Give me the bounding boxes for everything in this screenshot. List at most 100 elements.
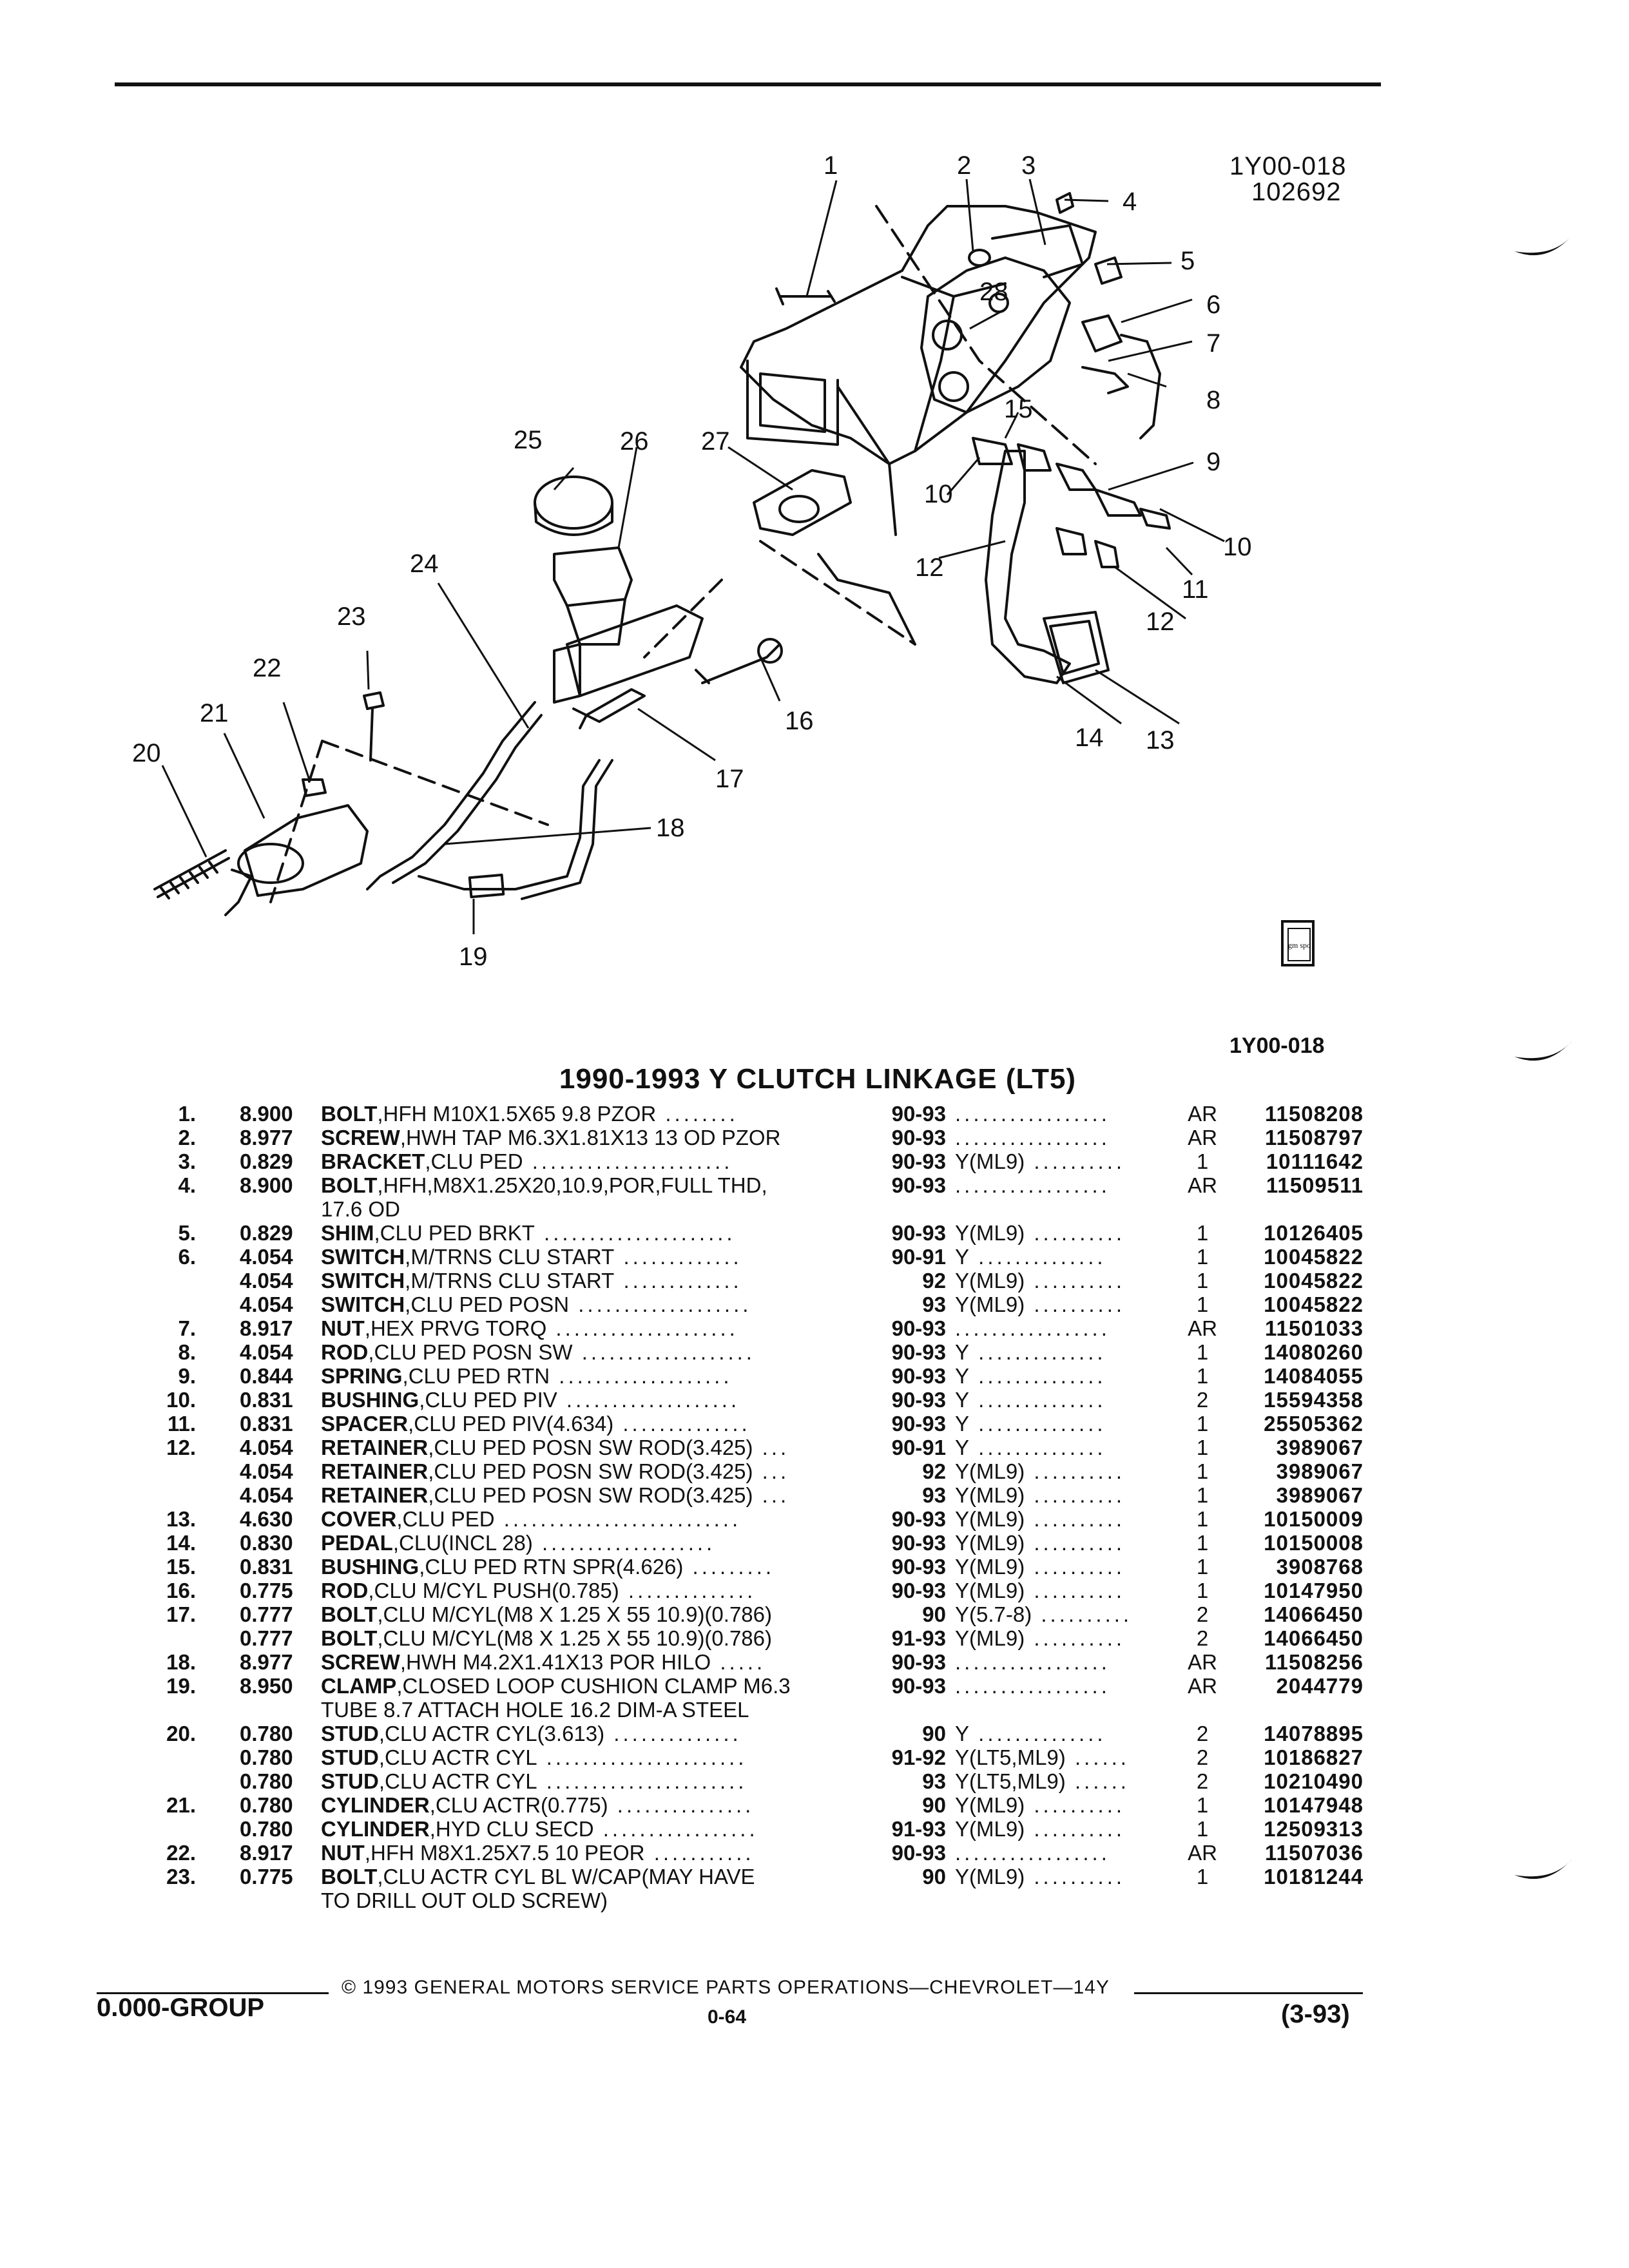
part-name: CLAMP (321, 1674, 397, 1698)
callout-10b: 10 (1223, 533, 1252, 561)
usage-suffix: Y(ML9) (955, 1483, 1025, 1507)
leader-dots: ................. (955, 1650, 1110, 1674)
usage-code: ................. (955, 1126, 1177, 1149)
part-description: NUT,HEX PRVG TORQ .................... (321, 1316, 853, 1340)
group-number: 0.829 (240, 1149, 293, 1173)
quantity: 2 (1196, 1745, 1209, 1769)
leader-dots: .......... (1032, 1602, 1133, 1626)
leader-dots: ................. (955, 1173, 1110, 1197)
model-years: 90-93 (891, 1102, 946, 1126)
pedal-switch (1081, 314, 1123, 352)
usage-code: Y(ML9) .......... (955, 1507, 1177, 1531)
part-description: SWITCH,M/TRNS CLU START ............. (321, 1245, 853, 1269)
part-description: BOLT,CLU ACTR CYL BL W/CAP(MAY HAVE (321, 1865, 853, 1888)
leader-dots: .......... (1025, 1865, 1126, 1888)
part-detail: ,HFH M8X1.25X7.5 10 PEOR (364, 1841, 645, 1865)
part-detail: ,CLU PED POSN SW ROD(3.425) (428, 1436, 753, 1459)
mount-flange (753, 469, 852, 536)
callout-12a: 12 (915, 553, 944, 582)
part-number: 14066450 (1264, 1626, 1364, 1650)
part-number: 11501033 (1264, 1316, 1364, 1340)
item-number: 2. (178, 1126, 196, 1149)
usage-code: Y(ML9) .......... (955, 1459, 1177, 1483)
part-name: BOLT (321, 1602, 378, 1626)
leader-dots: ................... (532, 1531, 716, 1555)
part-description: 17.6 OD (321, 1197, 853, 1221)
part-detail: ,CLU PED BRKT (374, 1221, 535, 1245)
quantity: 1 (1196, 1245, 1209, 1269)
usage-suffix: Y(5.7-8) (955, 1602, 1032, 1626)
reservoir (553, 546, 633, 607)
part-detail: TUBE 8.7 ATTACH HOLE 16.2 DIM-A STEEL (321, 1698, 749, 1722)
group-number: 0.831 (240, 1388, 293, 1412)
part-number: 10045822 (1264, 1245, 1364, 1269)
part-description: RETAINER,CLU PED POSN SW ROD(3.425) ... (321, 1459, 853, 1483)
item-number: 13. (166, 1507, 196, 1531)
leader-dots: .......... (1025, 1459, 1126, 1483)
model-years: 92 (922, 1269, 946, 1293)
part-number: 3989067 (1276, 1459, 1364, 1483)
part-name: RETAINER (321, 1459, 429, 1483)
usage-suffix: Y(ML9) (955, 1817, 1025, 1841)
model-years: 90 (922, 1865, 946, 1888)
leader-dots: ..................... (534, 1221, 736, 1245)
copyright-line: © 1993 GENERAL MOTORS SERVICE PARTS OPER… (342, 1977, 1110, 1998)
quantity: 1 (1196, 1483, 1209, 1507)
part-name: STUD (321, 1769, 379, 1793)
quantity: 1 (1196, 1459, 1209, 1483)
group-number: 8.950 (240, 1674, 293, 1698)
usage-suffix: Y(ML9) (955, 1507, 1025, 1531)
model-years: 90-93 (891, 1579, 946, 1602)
group-number: 0.780 (240, 1769, 293, 1793)
leader-dots: ... (753, 1459, 790, 1483)
part-name: SCREW (321, 1650, 400, 1674)
quantity: AR (1188, 1316, 1217, 1340)
part-number: 3989067 (1276, 1436, 1364, 1459)
quantity: 1 (1196, 1436, 1209, 1459)
leader-dots: .............. (969, 1364, 1106, 1388)
quantity: 2 (1196, 1626, 1209, 1650)
model-years: 93 (922, 1769, 946, 1793)
leader-dots: .......... (1025, 1579, 1126, 1602)
usage-suffix: Y(ML9) (955, 1626, 1025, 1650)
quantity: 1 (1196, 1149, 1209, 1173)
leader-dots: .......... (1025, 1269, 1126, 1293)
item-number: 1. (178, 1102, 196, 1126)
callout-11: 11 (1182, 575, 1209, 604)
item-number: 22. (166, 1841, 196, 1865)
part-description: BUSHING,CLU PED PIV ................... (321, 1388, 853, 1412)
item-number: 7. (178, 1316, 196, 1340)
leader-dots: .......... (1025, 1149, 1126, 1173)
usage-suffix: Y(ML9) (955, 1269, 1025, 1293)
leader-dots: ................... (569, 1293, 752, 1316)
part-detail: ,CLU PED PIV (419, 1388, 557, 1412)
callout-28: 28 (979, 278, 1008, 306)
quantity: AR (1188, 1650, 1217, 1674)
item-number: 3. (178, 1149, 196, 1173)
gm-spo-logo: gm spo (1281, 920, 1315, 966)
part-description: CYLINDER,HYD CLU SECD ................. (321, 1817, 853, 1841)
model-years: 90-93 (891, 1149, 946, 1173)
part-number: 25505362 (1264, 1412, 1364, 1436)
callout-15: 15 (1004, 395, 1033, 423)
callout-5: 5 (1181, 247, 1195, 275)
leader-dots: .......................... (494, 1507, 742, 1531)
part-description: COVER,CLU PED .......................... (321, 1507, 853, 1531)
leader-dots: .......... (1025, 1507, 1126, 1531)
usage-code: Y .............. (955, 1388, 1177, 1412)
clutch-linkage-diagram: 1 2 3 4 5 6 7 8 9 10 10 11 12 12 13 14 1… (132, 151, 1252, 971)
model-years: 90 (922, 1793, 946, 1817)
part-number: 10150009 (1264, 1507, 1364, 1531)
illustration-code: 1Y00-018 (1229, 152, 1347, 180)
part-name: SWITCH (321, 1245, 405, 1269)
part-detail: ,CLU PED POSN SW ROD(3.425) (428, 1483, 753, 1507)
usage-suffix: Y(LT5,ML9) (955, 1745, 1066, 1769)
group-number: 0.780 (240, 1722, 293, 1745)
